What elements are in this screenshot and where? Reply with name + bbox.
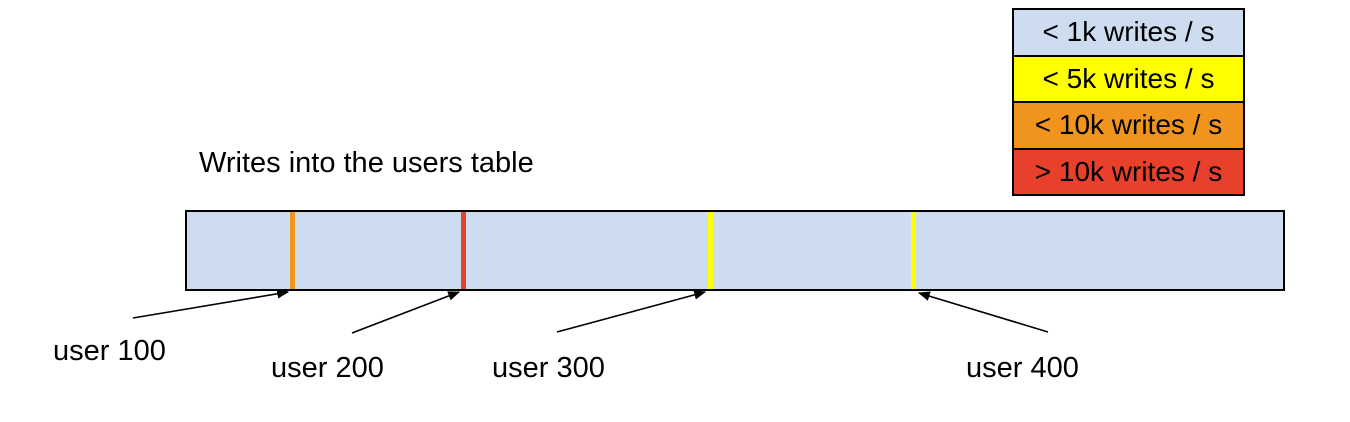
arrow-user-400 bbox=[917, 291, 1049, 333]
diagram-title: Writes into the users table bbox=[199, 147, 534, 179]
legend-label: < 10k writes / s bbox=[1034, 109, 1223, 141]
write-marker-user-300 bbox=[708, 212, 713, 289]
legend-label: < 1k writes / s bbox=[1042, 16, 1215, 48]
legend: < 1k writes / s < 5k writes / s < 10k wr… bbox=[1012, 8, 1245, 196]
legend-item-lt-1k: < 1k writes / s bbox=[1014, 10, 1243, 55]
write-marker-user-200 bbox=[461, 212, 466, 289]
arrow-user-200 bbox=[351, 291, 461, 334]
users-table-bar bbox=[185, 210, 1285, 291]
legend-label: < 5k writes / s bbox=[1042, 62, 1215, 94]
legend-label: > 10k writes / s bbox=[1034, 155, 1223, 187]
arrow-user-300 bbox=[556, 290, 707, 333]
arrow-user-100 bbox=[132, 289, 290, 319]
write-marker-user-100 bbox=[290, 212, 295, 289]
legend-item-gt-10k: > 10k writes / s bbox=[1014, 147, 1243, 194]
label-user-300: user 300 bbox=[492, 352, 605, 384]
label-user-200: user 200 bbox=[271, 352, 384, 384]
label-user-400: user 400 bbox=[966, 352, 1079, 384]
legend-item-lt-10k: < 10k writes / s bbox=[1014, 101, 1243, 148]
label-user-100: user 100 bbox=[53, 335, 166, 367]
legend-item-lt-5k: < 5k writes / s bbox=[1014, 54, 1243, 101]
write-marker-user-400 bbox=[911, 212, 916, 289]
